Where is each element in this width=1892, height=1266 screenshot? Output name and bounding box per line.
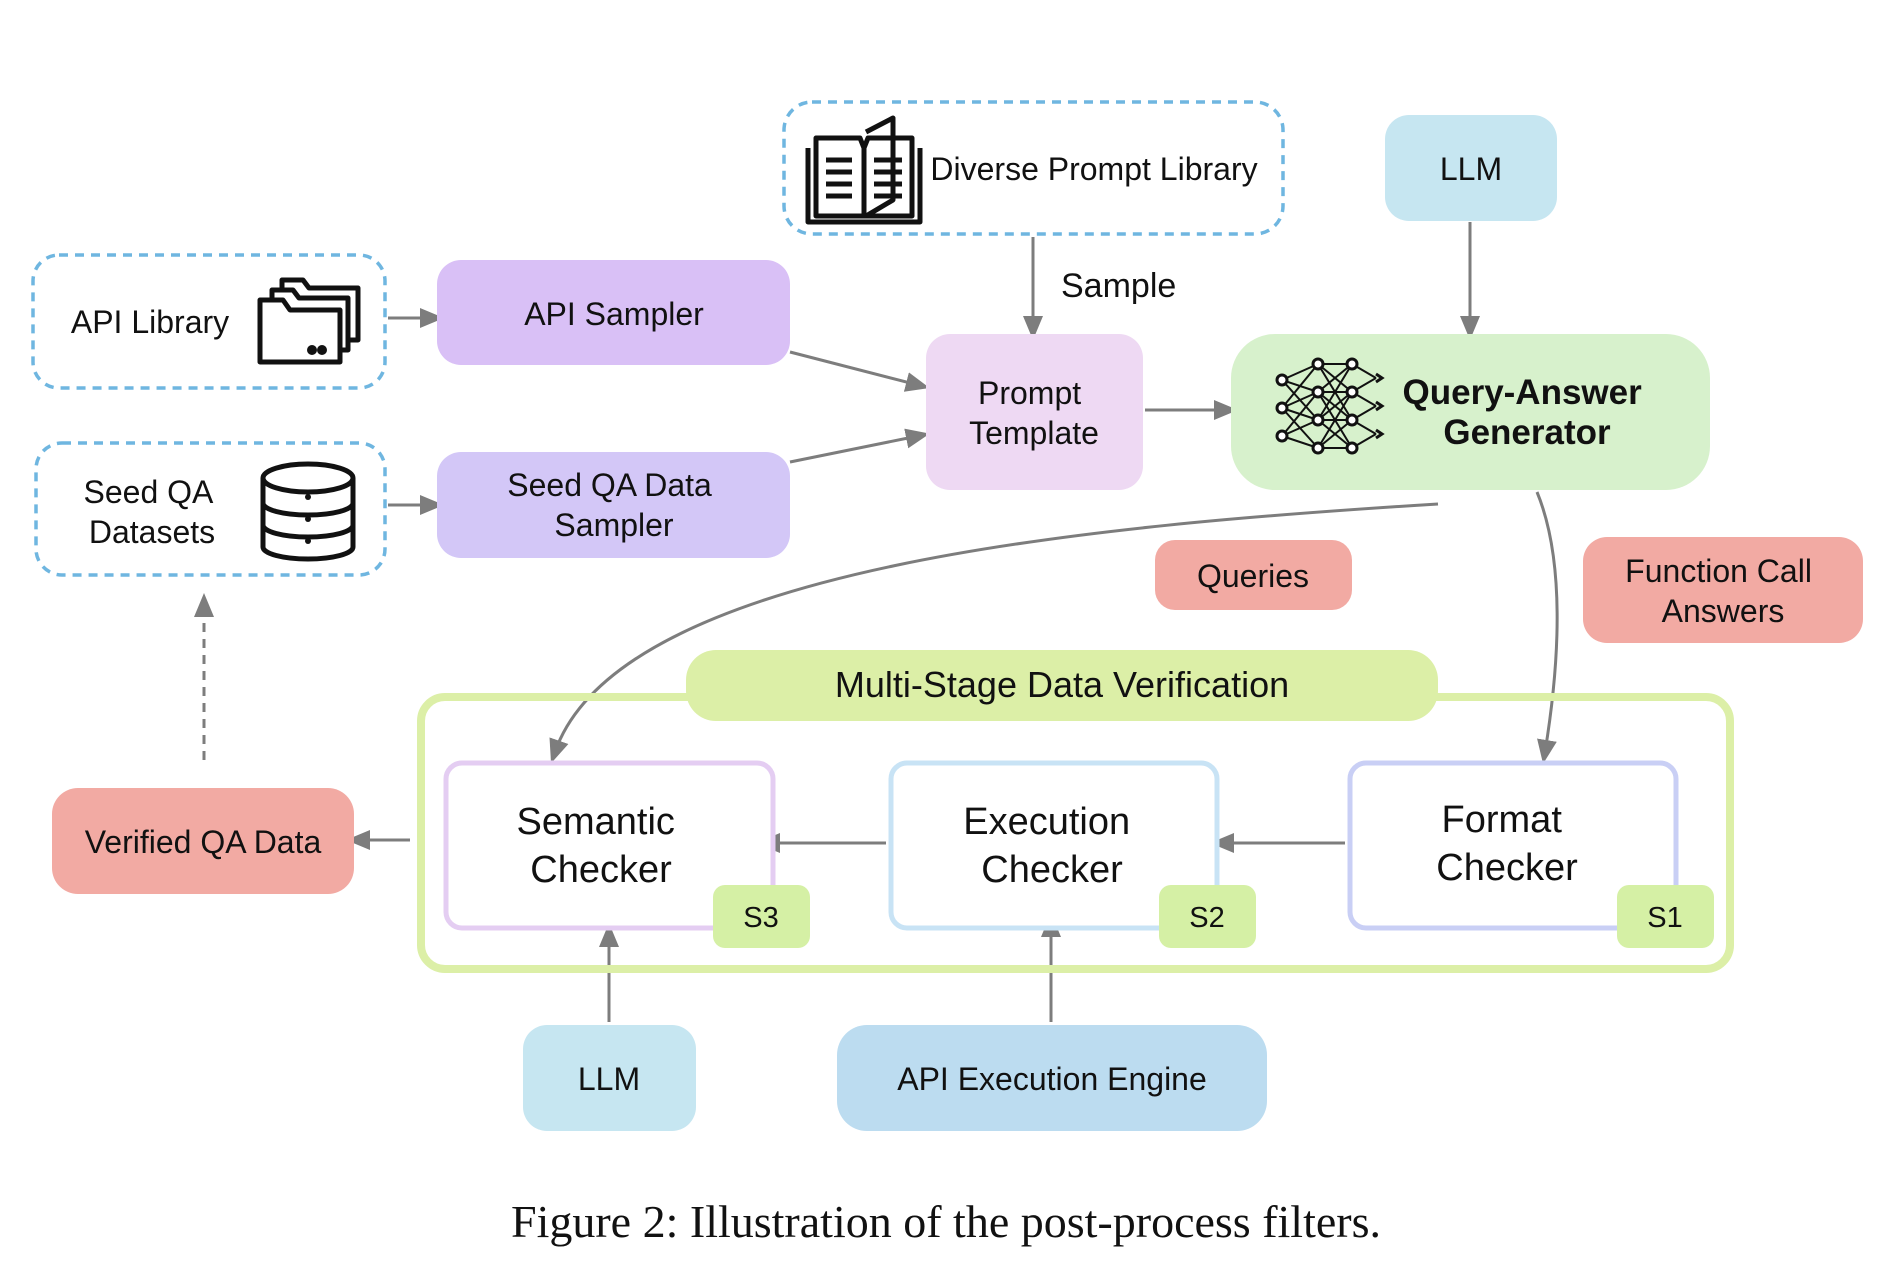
llm-top-node: LLM	[1385, 115, 1557, 221]
queries-label-node: Queries	[1155, 540, 1352, 610]
prompt-template-label: Prompt Template	[969, 375, 1099, 451]
prompt-template-node: Prompt Template	[926, 334, 1143, 490]
verified-qa-data-node: Verified QA Data	[52, 788, 354, 894]
seed-qa-datasets-box: Seed QA Datasets	[34, 441, 387, 577]
api-library-box: API Library	[31, 253, 387, 390]
qa-generator-label: Query-Answer Generator	[1403, 373, 1652, 452]
prompt-library-label: Diverse Prompt Library	[930, 151, 1257, 187]
seed-qa-datasets-label: Seed QA Datasets	[84, 474, 221, 550]
folder-stack-icon	[257, 277, 361, 365]
semantic-checker-label: Semantic Checker	[517, 801, 686, 891]
open-book-icon	[805, 115, 923, 225]
stage-s3-badge: S3	[743, 902, 778, 934]
api-sampler-node: API Sampler	[437, 260, 790, 365]
seed-qa-sampler-node: Seed QA Data Sampler	[437, 452, 790, 558]
llm-bottom-node: LLM	[523, 1025, 696, 1131]
database-icon	[260, 461, 356, 562]
llm-top-label: LLM	[1440, 151, 1502, 187]
stage-s2-badge: S2	[1189, 902, 1224, 934]
function-call-answers-label: Function Call Answers	[1625, 553, 1821, 629]
arrow-generator-to-semantic	[549, 502, 1439, 764]
semantic-checker-node: Semantic Checker S3	[443, 760, 810, 948]
figure-caption-text: Illustration of the post-process filters…	[689, 1196, 1381, 1247]
verification-title: Multi-Stage Data Verification	[835, 664, 1289, 705]
arrow-seed-sampler-to-template	[789, 428, 930, 464]
neural-network-icon	[1275, 357, 1385, 455]
stage-s1-badge: S1	[1647, 902, 1682, 934]
figure-caption: Figure 2: Illustration of the post-proce…	[0, 1195, 1892, 1248]
format-checker-node: Format Checker S1	[1347, 760, 1714, 948]
seed-qa-sampler-label: Seed QA Data Sampler	[507, 467, 720, 543]
api-sampler-label: API Sampler	[524, 296, 704, 332]
api-execution-engine-node: API Execution Engine	[837, 1025, 1267, 1131]
prompt-library-box: Diverse Prompt Library	[782, 100, 1285, 236]
function-call-answers-node: Function Call Answers	[1583, 537, 1863, 643]
queries-label: Queries	[1197, 558, 1309, 594]
execution-checker-node: Execution Checker S2	[888, 760, 1256, 948]
sample-label: Sample	[1061, 267, 1176, 305]
qa-generator-node: Query-Answer Generator	[1231, 334, 1710, 490]
arrow-api-sampler-to-template	[789, 350, 930, 392]
llm-bottom-label: LLM	[578, 1061, 640, 1097]
figure-caption-label: Figure 2:	[510, 1196, 679, 1247]
verification-container: Multi-Stage Data Verification	[417, 650, 1734, 973]
execution-checker-label: Execution Checker	[963, 801, 1140, 891]
arrow-generator-to-format	[1535, 491, 1559, 764]
api-execution-engine-label: API Execution Engine	[897, 1061, 1207, 1097]
verified-qa-data-label: Verified QA Data	[85, 824, 322, 860]
api-library-label: API Library	[71, 304, 229, 340]
format-checker-label: Format Checker	[1436, 799, 1578, 889]
arrows	[194, 222, 1559, 1022]
